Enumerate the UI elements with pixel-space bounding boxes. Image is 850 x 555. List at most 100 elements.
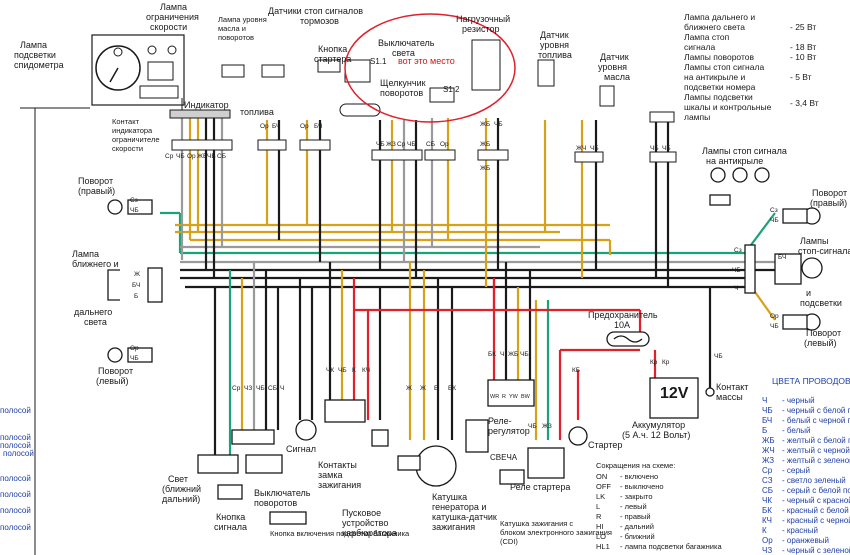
bulb-spec-name: ближнего света xyxy=(684,22,745,32)
bulb-spec-watt: - 5 Вт xyxy=(790,72,812,82)
bulb-spec-name: шкалы и контрольные xyxy=(684,102,772,112)
speedo-lamp-label: спидометра xyxy=(14,60,64,70)
oil-sensor-label: уровня xyxy=(598,62,627,72)
ignition-lock-label: Контакты xyxy=(318,460,357,470)
color-key: ЧЗ xyxy=(762,546,772,555)
limit-lamp-icon xyxy=(147,45,157,55)
carb-starter-label: Пусковое xyxy=(342,508,381,518)
wire-tag: Ср xyxy=(165,153,174,160)
color-value: - черный с красной xyxy=(782,496,850,505)
load-resistor-icon xyxy=(471,39,501,91)
bulb-spec-watt: - 3,4 Вт xyxy=(790,98,819,108)
color-key: Ч xyxy=(762,396,767,405)
front-turn-left-label: Поворот xyxy=(98,366,133,376)
wire-tag: BW xyxy=(521,394,531,400)
wire-tag: СБ xyxy=(268,385,277,392)
cdi-icon xyxy=(499,469,525,485)
wire-tag: ЧБ xyxy=(662,145,671,152)
starter-label: Стартер xyxy=(588,440,622,450)
fuel-sensor-label: топлива xyxy=(538,50,572,60)
color-value: - красный xyxy=(782,526,818,535)
front-turn-right-label: Поворот xyxy=(78,176,113,186)
wire-tag: Ч xyxy=(500,351,504,358)
wire-tag: Ср xyxy=(232,385,241,392)
wire-tag: ЧБ xyxy=(407,141,416,148)
wire-tag: Ор xyxy=(130,345,139,352)
wire-tag: БЧ xyxy=(314,123,322,130)
bulb-spec-name: лампы xyxy=(684,112,710,122)
wire-tag: ЧБ xyxy=(256,385,265,392)
signal-label: Сигнал xyxy=(286,444,316,454)
wire-tag: КБ xyxy=(572,367,580,374)
spark-label: СВЕЧА xyxy=(490,453,518,462)
left-fragment: полосой xyxy=(0,506,31,515)
fuel-sensor-icon xyxy=(537,59,555,87)
load-resistor-label: Нагрузочный xyxy=(456,14,510,24)
wire-tag: ЖБ xyxy=(480,121,490,128)
color-value: - желтый с черной п xyxy=(782,446,850,455)
oil-fuel-lamp-label: масла и xyxy=(218,24,246,33)
top-connectors xyxy=(171,39,677,163)
color-value: - белый с черной по xyxy=(782,416,850,425)
light-switch-bottom-label: (ближний xyxy=(162,484,201,494)
abbrev-value: - левый xyxy=(620,502,647,511)
abbrev-key: HL1 xyxy=(596,542,610,551)
starter-motor-icon xyxy=(568,426,588,446)
trunk-button-icon xyxy=(269,511,307,525)
wire-tag: ЧБ xyxy=(176,153,185,160)
color-value: - желтый с белой по xyxy=(782,436,850,445)
svg-text:Аккумулятор(5 А.ч. 12 Вольт): Аккумулятор(5 А.ч. 12 Вольт) xyxy=(622,420,690,440)
wire-tag: ЧБ xyxy=(130,207,139,214)
svg-text:Поворот(левый): Поворот(левый) xyxy=(804,328,841,348)
wire-tag: ЖБ xyxy=(508,351,518,358)
rear-stop-lamp-icon xyxy=(801,257,823,279)
color-value: - светло зеленый xyxy=(782,476,846,485)
starter-button-label: стартера xyxy=(314,54,351,64)
tail-lamp-icon-2 xyxy=(732,167,748,183)
starter-relay-label: Реле стартера xyxy=(510,482,570,492)
starter-button-label: Кнопка xyxy=(318,44,347,54)
relay-regulator-label: регулятор xyxy=(488,426,530,436)
generator-coil-label: катушка-датчик xyxy=(432,512,497,522)
speed-contact-label: ограничителе xyxy=(112,135,160,144)
generator-coil-icon xyxy=(415,445,457,487)
bulb-spec-name: на антикрыле и xyxy=(684,72,745,82)
wire-tag: Сз xyxy=(130,197,138,204)
wire-tag: Ч xyxy=(734,285,738,292)
light-switch-bottom-label: дальний) xyxy=(162,494,200,504)
wire-color-legend: ЦВЕТА ПРОВОДОВ Ч- черный ЧБ- черный с бе… xyxy=(762,376,850,555)
color-key: ЧБ xyxy=(762,406,773,415)
horn-button-label: Кнопка xyxy=(216,512,245,522)
colors-title: ЦВЕТА ПРОВОДОВ xyxy=(772,376,850,386)
left-fragment: полосой xyxy=(0,441,31,450)
wire-tag: Ч xyxy=(280,385,284,392)
wire-tag: Кр xyxy=(650,359,658,366)
light-switch-bottom-label: Свет xyxy=(168,474,188,484)
brake-sensors-label: Датчики стоп сигналов xyxy=(268,6,363,16)
abbrev-value: - закрыто xyxy=(620,492,653,501)
wire-tag: ЖБ xyxy=(197,153,207,160)
oil-sensor-connector xyxy=(221,64,245,78)
wire-tag: Ор xyxy=(187,153,196,160)
ground-label: массы xyxy=(716,392,743,402)
color-key: ЧК xyxy=(762,496,772,505)
battery-voltage: 12V xyxy=(660,385,689,402)
wire-tag: Ор xyxy=(300,123,309,130)
annotation-label: вот это место xyxy=(398,56,455,66)
left-fragment: полосой xyxy=(0,406,31,415)
tail-lamps-label: на антикрыле xyxy=(706,156,763,166)
wire-tag: Б xyxy=(134,293,138,300)
indicator-label: Индикатор xyxy=(184,100,229,110)
left-fragment: полосой xyxy=(0,433,31,442)
wire-tag: ЖЗ xyxy=(542,423,552,430)
bulb-spec-name: Лампы стоп сигнала xyxy=(684,62,764,72)
horn-button-icon xyxy=(217,484,243,500)
wire-tag: ЧБ xyxy=(770,323,779,330)
